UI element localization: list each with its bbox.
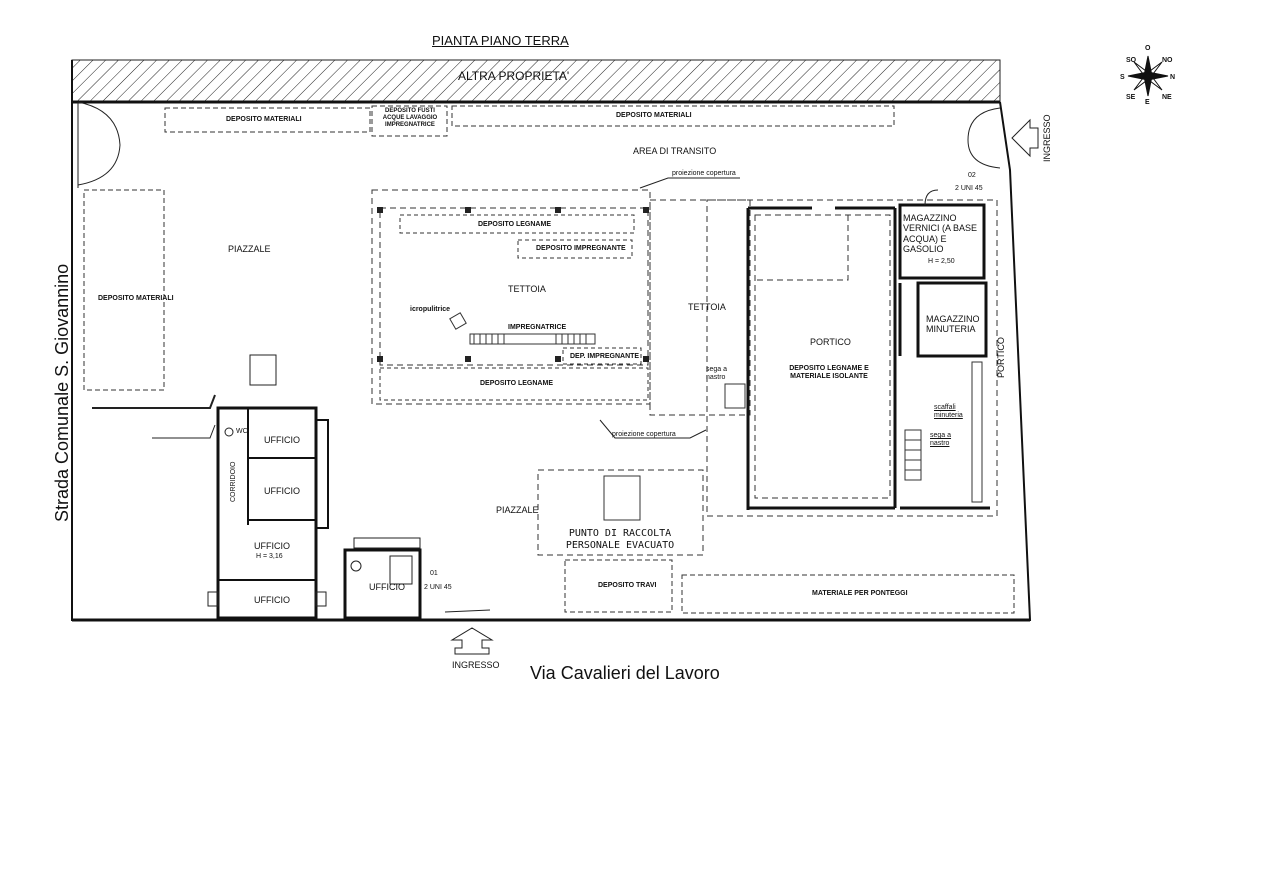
compass-icon xyxy=(1127,55,1169,97)
area-transito: AREA DI TRANSITO xyxy=(633,146,717,156)
deposito-travi: DEPOSITO TRAVI xyxy=(598,582,657,589)
neighbor-label: ALTRA PROPRIETA' xyxy=(458,69,570,83)
compass-so: SO xyxy=(1126,57,1137,64)
label-01: 01 xyxy=(430,570,438,577)
deposito-materiali-top-right: DEPOSITO MATERIALI xyxy=(616,112,692,119)
impregnatrice: IMPREGNATRICE xyxy=(508,324,567,331)
magazzino-minuteria: MAGAZZINO MINUTERIA xyxy=(926,314,980,335)
compass-w: S xyxy=(1120,74,1125,81)
deposito-impregnante-top: DEPOSITO IMPREGNANTE xyxy=(536,245,626,252)
sega-nastro-left: sega a nastro xyxy=(706,366,728,382)
punto-raccolta: PUNTO DI RACCOLTA PERSONALE EVACUATO xyxy=(565,528,675,551)
deposito-materiali-top-left: DEPOSITO MATERIALI xyxy=(226,116,302,123)
neighbor-hatch xyxy=(71,59,1001,103)
tettoia-left: TETTOIA xyxy=(508,284,546,294)
plan-title: PIANTA PIANO TERRA xyxy=(432,33,569,48)
magazzino-vernici: MAGAZZINO VERNICI (A BASE ACQUA) E GASOL… xyxy=(903,213,978,255)
piazzale-top: PIAZZALE xyxy=(228,244,271,254)
site-boundary xyxy=(71,60,1032,621)
compass-ne: NE xyxy=(1162,94,1172,101)
compass-e: N xyxy=(1170,74,1176,81)
office-room-4: UFFICIO xyxy=(254,595,290,605)
proiezione-copertura-top: proiezione copertura xyxy=(672,170,736,177)
portico-center: PORTICO xyxy=(810,337,851,347)
office-room-3: UFFICIO xyxy=(254,541,290,551)
entrance-right: INGRESSO xyxy=(1042,114,1052,162)
icropulitrice: icropulitrice xyxy=(410,306,451,313)
office-room-5: UFFICIO xyxy=(369,582,405,592)
scaffali-minuteria: scaffali minuteria xyxy=(934,404,963,420)
office-room-1: UFFICIO xyxy=(264,435,300,445)
piazzale-bottom: PIAZZALE xyxy=(496,505,539,515)
tettoia-center: TETTOIA xyxy=(688,302,726,312)
h-316: H = 3,16 xyxy=(256,553,283,560)
entrance-bottom: INGRESSO xyxy=(452,660,500,670)
deposito-materiali-left: DEPOSITO MATERIALI xyxy=(98,295,174,302)
materiale-ponteggi: MATERIALE PER PONTEGGI xyxy=(812,590,908,597)
corridoio: CORRIDOIO xyxy=(230,461,237,502)
label-02-sub: 2 UNI 45 xyxy=(955,185,983,192)
street-bottom: Via Cavalieri del Lavoro xyxy=(530,663,720,683)
compass-s: E xyxy=(1145,99,1150,106)
wc: WC xyxy=(236,428,248,435)
office-room-2: UFFICIO xyxy=(264,486,300,496)
deposito-legname-bottom: DEPOSITO LEGNAME xyxy=(480,380,553,387)
deposito-fusti: DEPOSITO FUSTI ACQUE LAVAGGIO IMPREGNATR… xyxy=(382,108,438,128)
sega-nastro-right: sega a nastro xyxy=(930,432,952,448)
deposito-legname-isolante: DEPOSITO LEGNAME E MATERIALE ISOLANTE xyxy=(789,365,869,381)
compass-n: O xyxy=(1145,45,1151,52)
portico-side: PORTICO xyxy=(996,337,1006,378)
proiezione-copertura-bottom: proiezione copertura xyxy=(612,431,676,438)
compass-se: SE xyxy=(1126,94,1136,101)
label-02: 02 xyxy=(968,172,976,179)
deposito-legname-top: DEPOSITO LEGNAME xyxy=(478,221,551,228)
h-250: H = 2,50 xyxy=(928,258,955,265)
compass-no: NO xyxy=(1162,57,1173,64)
dep-impregnante: DEP. IMPREGNANTE xyxy=(570,353,640,360)
street-left: Strada Comunale S. Giovannino xyxy=(52,263,72,522)
label-01-sub: 2 UNI 45 xyxy=(424,584,452,591)
